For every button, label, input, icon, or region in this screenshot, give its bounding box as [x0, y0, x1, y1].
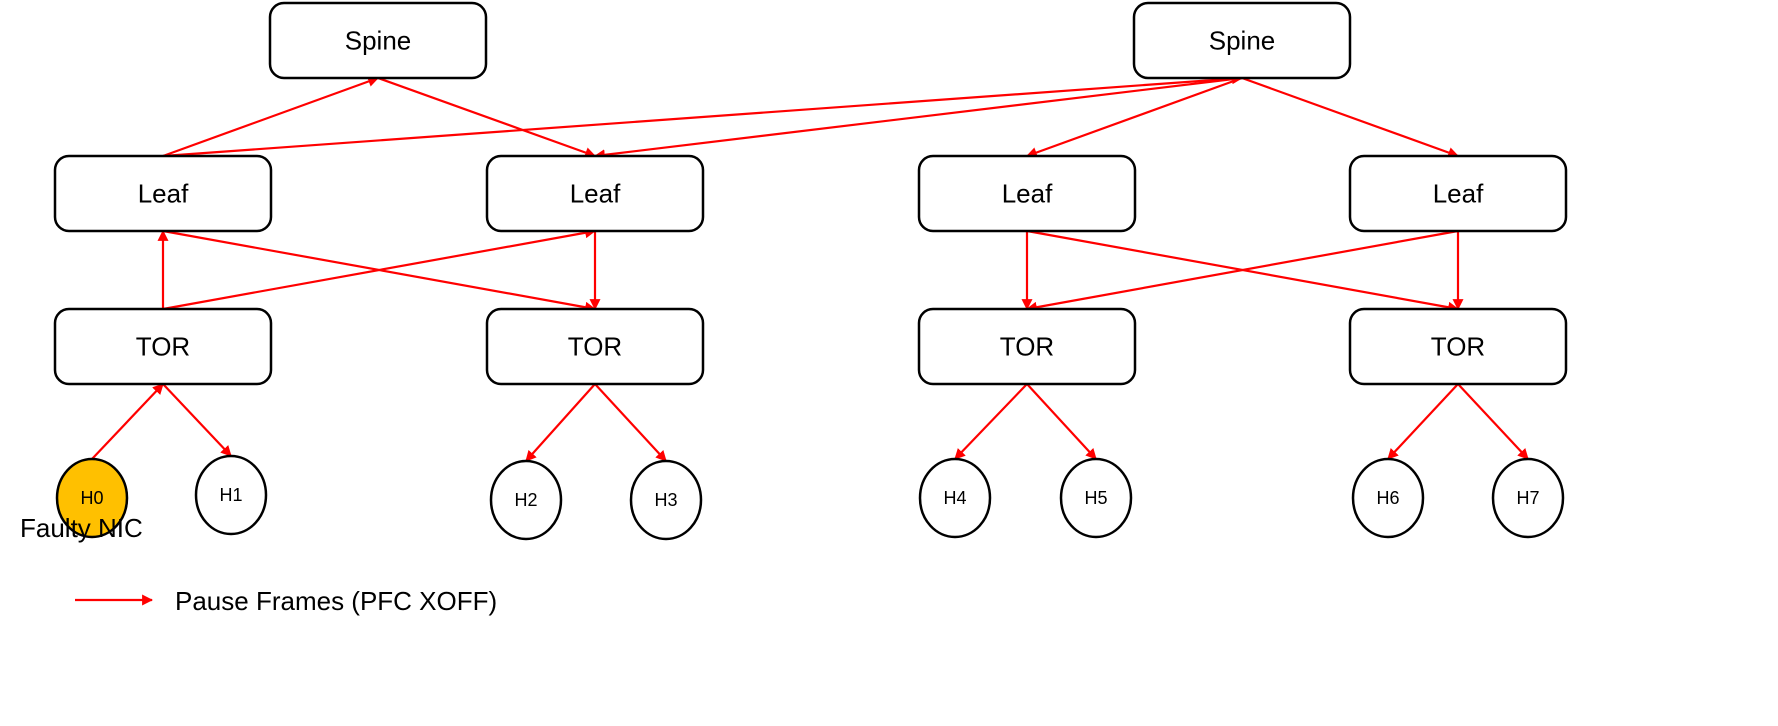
tor-box — [53, 307, 273, 386]
host-label: H3 — [654, 490, 677, 510]
leaf-label: Leaf — [570, 179, 621, 209]
tor-box — [485, 307, 705, 386]
spine-box — [1132, 1, 1352, 80]
host-label: H0 — [80, 488, 103, 508]
host-circle — [1491, 457, 1565, 539]
leaf-switch-4: Leaf — [1348, 154, 1568, 233]
pause-arrow-tor3-to-h4 — [954, 383, 1028, 460]
leaf-switch-2: Leaf — [485, 154, 705, 233]
pause-arrow-leaf1-to-spine1 — [162, 76, 380, 158]
spine-label: Spine — [345, 26, 412, 56]
tor-box — [1348, 307, 1568, 386]
host-label: H1 — [219, 485, 242, 505]
pause-arrow-leaf4-to-tor3 — [1025, 229, 1459, 313]
leaf-switch-1: Leaf — [53, 154, 273, 233]
pause-arrow-h0-to-tor1 — [91, 383, 164, 460]
pause-arrow-spine2-to-leaf2 — [593, 76, 1243, 161]
host-label: H7 — [1516, 488, 1539, 508]
host-h3: H3 — [629, 459, 703, 541]
tor-label: TOR — [136, 332, 190, 362]
tor-switch-4: TOR — [1348, 307, 1568, 386]
host-h2: H2 — [489, 459, 563, 541]
host-h0: H0 — [55, 457, 129, 539]
host-label: H5 — [1084, 488, 1107, 508]
host-circle — [629, 459, 703, 541]
faulty-nic-label: Faulty NIC — [20, 513, 143, 543]
host-h7: H7 — [1491, 457, 1565, 539]
leaf-box — [53, 154, 273, 233]
leaf-box — [485, 154, 705, 233]
pause-arrow-spine2-to-leaf4 — [1241, 76, 1460, 158]
host-circle — [489, 459, 563, 541]
faulty-host-circle — [55, 457, 129, 539]
leaf-label: Leaf — [1433, 179, 1484, 209]
host-h1: H1 — [194, 454, 268, 536]
pause-arrow-tor2-to-h2 — [525, 383, 596, 462]
host-circle — [194, 454, 268, 536]
tor-label: TOR — [1000, 332, 1054, 362]
host-h5: H5 — [1059, 457, 1133, 539]
host-circle — [1351, 457, 1425, 539]
pause-arrow-tor3-to-h5 — [1026, 383, 1097, 460]
spine-switch-2: Spine — [1132, 1, 1352, 80]
leaf-switch-3: Leaf — [917, 154, 1137, 233]
tor-label: TOR — [568, 332, 622, 362]
spine-switch-1: Spine — [268, 1, 488, 80]
leaf-label: Leaf — [1002, 179, 1053, 209]
pause-arrow-tor2-to-h3 — [594, 383, 667, 462]
tor-label: TOR — [1431, 332, 1485, 362]
pause-arrow-tor1-to-h1 — [162, 383, 232, 457]
pause-arrow-tor4-to-h7 — [1457, 383, 1529, 460]
leaf-box — [917, 154, 1137, 233]
pause-frame-arrows — [91, 73, 1529, 462]
legend-label: Pause Frames (PFC XOFF) — [175, 586, 497, 616]
legend: Pause Frames (PFC XOFF) — [75, 586, 497, 616]
leaf-box — [1348, 154, 1568, 233]
host-label: H2 — [514, 490, 537, 510]
tor-switch-2: TOR — [485, 307, 705, 386]
host-label: H6 — [1376, 488, 1399, 508]
pause-arrow-leaf1-to-tor2 — [162, 229, 597, 313]
host-label: H4 — [943, 488, 966, 508]
leaf-label: Leaf — [138, 179, 189, 209]
tor-box — [917, 307, 1137, 386]
pause-arrow-spine2-to-leaf3 — [1025, 76, 1243, 158]
host-circle — [918, 457, 992, 539]
host-h4: H4 — [918, 457, 992, 539]
pause-arrow-leaf1-to-spine2 — [162, 73, 1244, 158]
tor-switch-1: TOR — [53, 307, 273, 386]
tor-switch-3: TOR — [917, 307, 1137, 386]
spine-box — [268, 1, 488, 80]
host-h6: H6 — [1351, 457, 1425, 539]
host-circle — [1059, 457, 1133, 539]
pause-arrow-tor4-to-h6 — [1387, 383, 1459, 460]
spine-label: Spine — [1209, 26, 1276, 56]
pause-arrow-spine1-to-leaf2 — [377, 76, 597, 158]
